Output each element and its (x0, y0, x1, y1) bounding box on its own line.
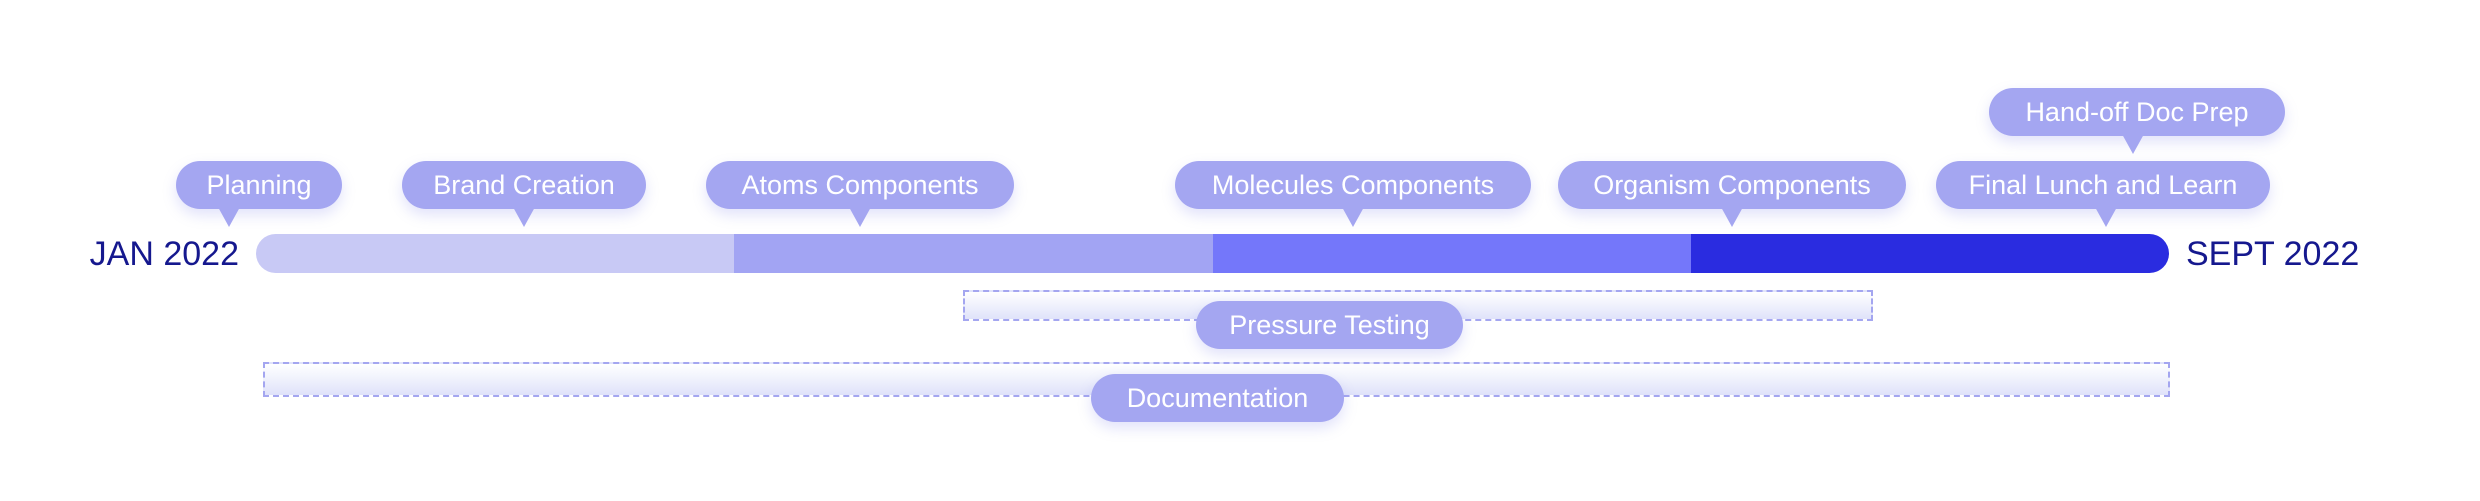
phase-label-atoms-components: Atoms Components (706, 161, 1014, 209)
segment-atoms-components (734, 234, 1213, 273)
segment-organism-components (1690, 234, 2169, 273)
milestone-label-hand-off-doc-prep: Hand-off Doc Prep (1989, 88, 2285, 136)
milestone-label-final-lunch-and-learn: Final Lunch and Learn (1936, 161, 2270, 209)
timeline-end-label: SEPT 2022 (2186, 235, 2360, 273)
timeline-track (256, 234, 2169, 273)
timeline-start-label: JAN 2022 (89, 235, 239, 273)
pressure-testing-label: Pressure Testing (1196, 301, 1463, 349)
phase-label-brand-creation: Brand Creation (402, 161, 646, 209)
phase-label-molecules-components: Molecules Components (1175, 161, 1531, 209)
segment-molecules-components (1212, 234, 1691, 273)
phase-label-planning: Planning (176, 161, 342, 209)
segment-brand-creation (256, 234, 735, 273)
phase-label-organism-components: Organism Components (1558, 161, 1906, 209)
documentation-label: Documentation (1091, 374, 1344, 422)
